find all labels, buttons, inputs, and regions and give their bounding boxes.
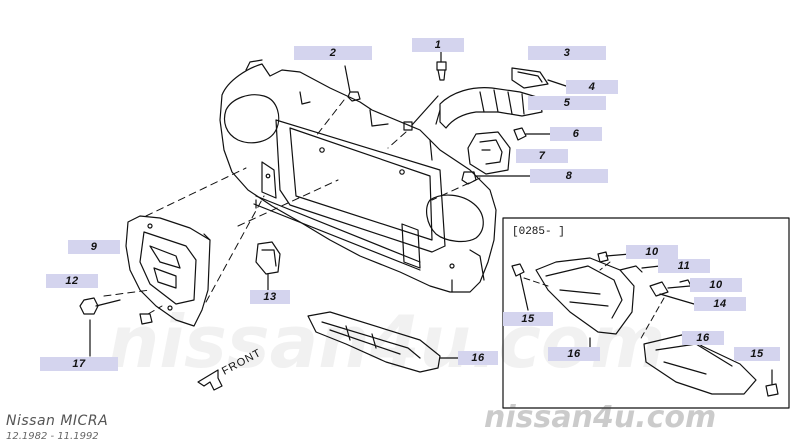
part-3-5-air-duct	[435, 87, 543, 129]
model-caption: Nissan MICRA	[6, 413, 109, 429]
part-4-grommet	[511, 67, 567, 89]
part-2-bolt	[344, 65, 361, 102]
callout-part-9[interactable]: 9	[68, 240, 120, 254]
inset-range-label: [0285- ]	[512, 226, 565, 238]
front-arrow	[197, 369, 223, 391]
callout-part-6[interactable]: 6	[550, 127, 602, 141]
callout-part-16-main[interactable]: 16	[458, 351, 498, 365]
callout-part-11[interactable]: 11	[658, 259, 710, 273]
date-range-caption: 12.1982 - 11.1992	[6, 431, 99, 442]
callout-part-4[interactable]: 4	[566, 80, 618, 94]
callout-part-2[interactable]: 2	[294, 46, 372, 60]
inset-part-16-front	[535, 257, 635, 357]
part-13-bracket	[255, 241, 281, 291]
part-8-nut	[461, 171, 531, 185]
callout-part-8[interactable]: 8	[530, 169, 608, 183]
callout-part-16-inset-lower[interactable]: 16	[548, 347, 600, 361]
part-7-bracket	[467, 131, 511, 175]
callout-part-12[interactable]: 12	[46, 274, 98, 288]
part-17-pin	[89, 313, 153, 357]
part-1-clip	[436, 51, 447, 81]
callout-part-7[interactable]: 7	[516, 149, 568, 163]
callout-part-3[interactable]: 3	[528, 46, 606, 60]
part-6-screw	[513, 127, 551, 141]
callout-part-17[interactable]: 17	[40, 357, 118, 371]
radiator-core-support	[219, 59, 497, 293]
callout-part-16-inset-upper[interactable]: 16	[682, 331, 724, 345]
callout-part-5[interactable]: 5	[528, 96, 606, 110]
callout-part-15-inset-left[interactable]: 15	[503, 312, 553, 326]
callout-part-14[interactable]: 14	[694, 297, 746, 311]
callout-part-10-lower[interactable]: 10	[690, 278, 742, 292]
part-16-under-cover	[307, 311, 459, 373]
callout-part-1[interactable]: 1	[412, 38, 464, 52]
callout-part-15-inset-right[interactable]: 15	[734, 347, 780, 361]
part-12-bolt	[79, 297, 121, 315]
part-9-side-bracket	[125, 215, 211, 327]
callout-part-10-upper[interactable]: 10	[626, 245, 678, 259]
callout-part-13[interactable]: 13	[250, 290, 290, 304]
